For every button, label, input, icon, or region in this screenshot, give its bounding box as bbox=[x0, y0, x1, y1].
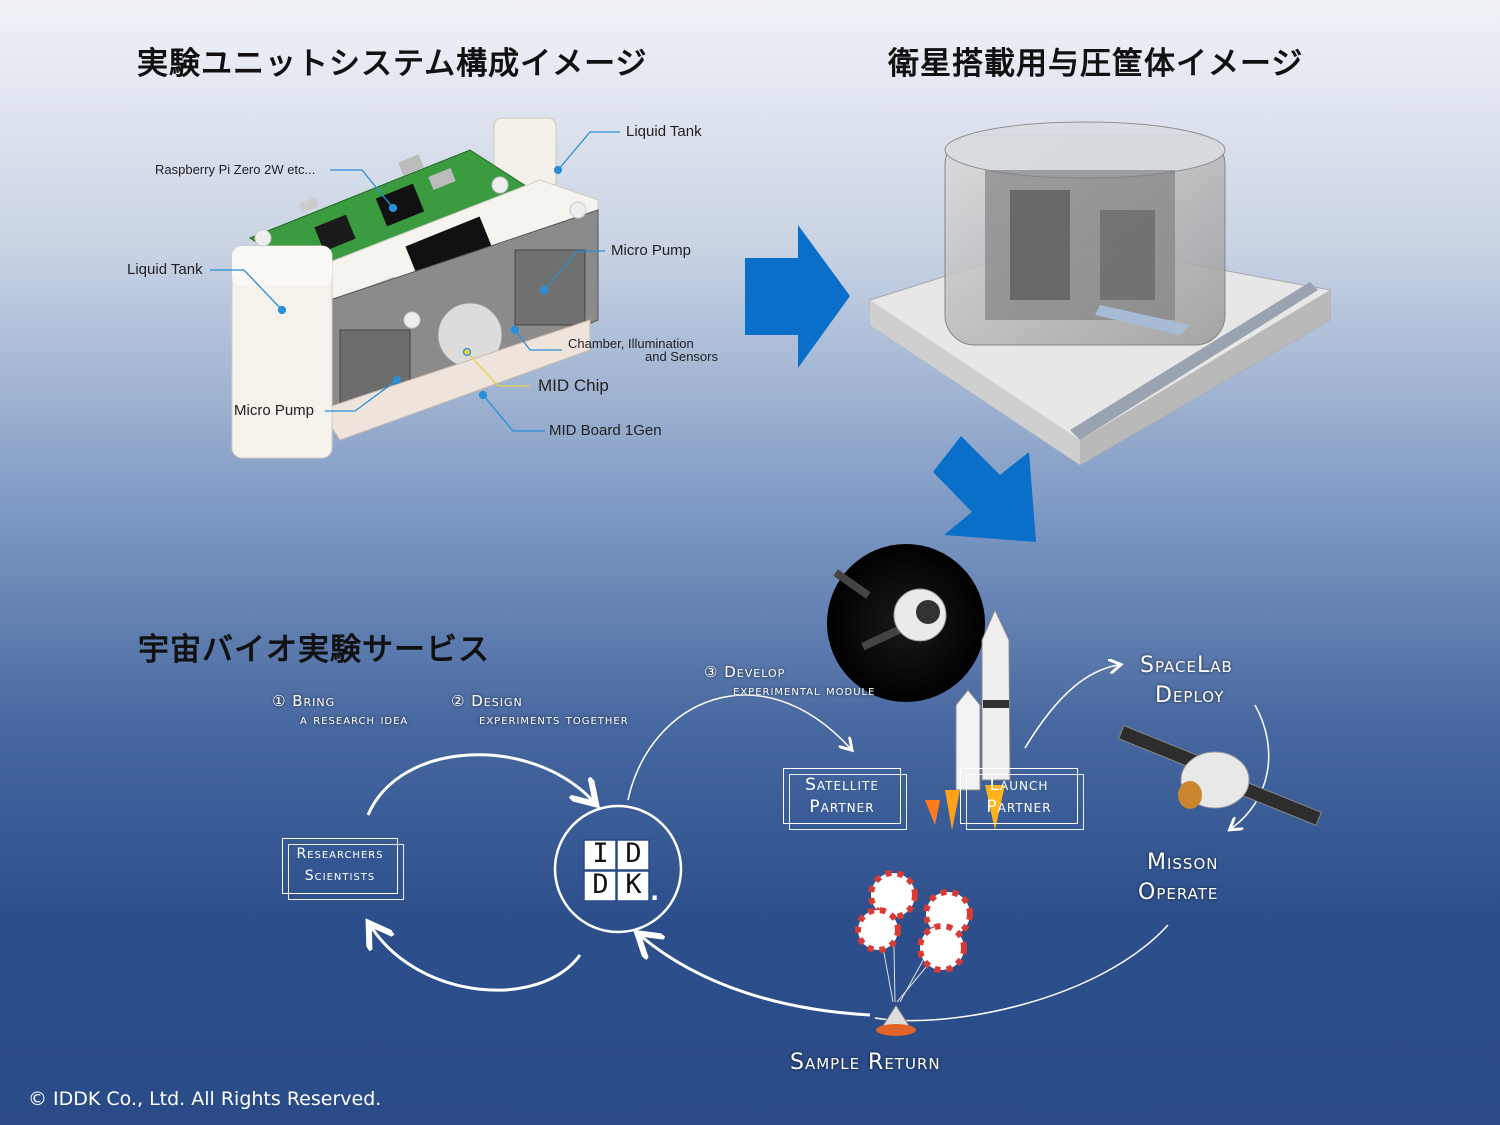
label-raspberry-pi: Raspberry Pi Zero 2W etc... bbox=[155, 162, 316, 177]
unit-system-title: 実験ユニットシステム構成イメージ bbox=[137, 46, 648, 82]
label-liquid-tank-right: Liquid Tank bbox=[626, 123, 702, 140]
cycle-arrows bbox=[368, 665, 1270, 1022]
step3: ③ Develop bbox=[704, 663, 785, 681]
step3-number: ③ bbox=[704, 663, 719, 681]
copyright: © IDDK Co., Ltd. All Rights Reserved. bbox=[28, 1088, 382, 1110]
step1-description: a research idea bbox=[300, 712, 409, 728]
launch-rocket-illustration bbox=[925, 608, 1011, 830]
step3-description: experimental module bbox=[733, 683, 876, 699]
satellite-illustration bbox=[1118, 725, 1322, 826]
label-mid-board: MID Board 1Gen bbox=[549, 422, 662, 439]
sample-return-label: Sample Return bbox=[790, 1050, 941, 1075]
label-micro-pump-left: Micro Pump bbox=[234, 402, 315, 419]
mission-line1: Misson bbox=[1147, 850, 1219, 875]
launch-partner-box: Launch Partner bbox=[960, 768, 1084, 830]
satellite-partner-line2: Partner bbox=[809, 797, 875, 817]
step1-number: ① bbox=[272, 692, 287, 710]
pressure-housing-illustration bbox=[869, 121, 1331, 466]
label-chamber-line1: Chamber, Illumination bbox=[568, 336, 694, 351]
leader-lines bbox=[210, 131, 620, 432]
label-micro-pump-right: Micro Pump bbox=[611, 242, 692, 259]
label-mid-chip: MID Chip bbox=[538, 376, 609, 395]
logo-letter-k: K bbox=[625, 869, 642, 900]
logo-row-1: I D bbox=[584, 838, 650, 869]
spacelab-line2: Deploy bbox=[1155, 683, 1225, 708]
launch-partner-line2: Partner bbox=[986, 797, 1052, 817]
researchers-box: Researchers Scientists bbox=[282, 838, 404, 900]
step3-title: Develop bbox=[724, 663, 786, 681]
step2: ② Design bbox=[451, 692, 523, 710]
logo-dot: . bbox=[650, 878, 660, 906]
label-chamber-line2: and Sensors bbox=[645, 349, 718, 364]
orbital-spacecraft-illustration bbox=[827, 544, 985, 702]
spacelab-line1: SpaceLab bbox=[1140, 653, 1233, 678]
logo-row-2: D K bbox=[584, 869, 650, 900]
unit-system-device-illustration bbox=[231, 117, 599, 459]
mission-line2: Operate bbox=[1138, 880, 1219, 905]
step2-number: ② bbox=[451, 692, 466, 710]
satellite-partner-box: Satellite Partner bbox=[783, 768, 907, 830]
step1-title: Bring bbox=[292, 692, 336, 710]
launch-partner-line1: Launch bbox=[989, 775, 1049, 795]
step2-description: experiments together bbox=[479, 712, 629, 728]
pressure-housing-title: 衛星搭載用与圧筐体イメージ bbox=[888, 46, 1304, 82]
step1: ① Bring bbox=[272, 692, 335, 710]
label-liquid-tank-left: Liquid Tank bbox=[127, 261, 203, 278]
researchers-line2: Scientists bbox=[304, 868, 376, 884]
logo-letter-d2: D bbox=[592, 869, 609, 900]
flow-arrows-blue bbox=[745, 225, 1036, 542]
iddk-logo bbox=[553, 804, 683, 934]
researchers-line1: Researchers bbox=[296, 846, 384, 862]
logo-letter-i: I bbox=[592, 838, 609, 869]
service-title: 宇宙バイオ実験サービス bbox=[138, 632, 490, 668]
sample-return-capsule-illustration bbox=[855, 870, 973, 1036]
logo-letter-d1: D bbox=[625, 838, 642, 869]
iddk-logo-text: I D D K bbox=[584, 838, 650, 900]
satellite-partner-line1: Satellite bbox=[805, 775, 879, 795]
step2-title: Design bbox=[471, 692, 523, 710]
